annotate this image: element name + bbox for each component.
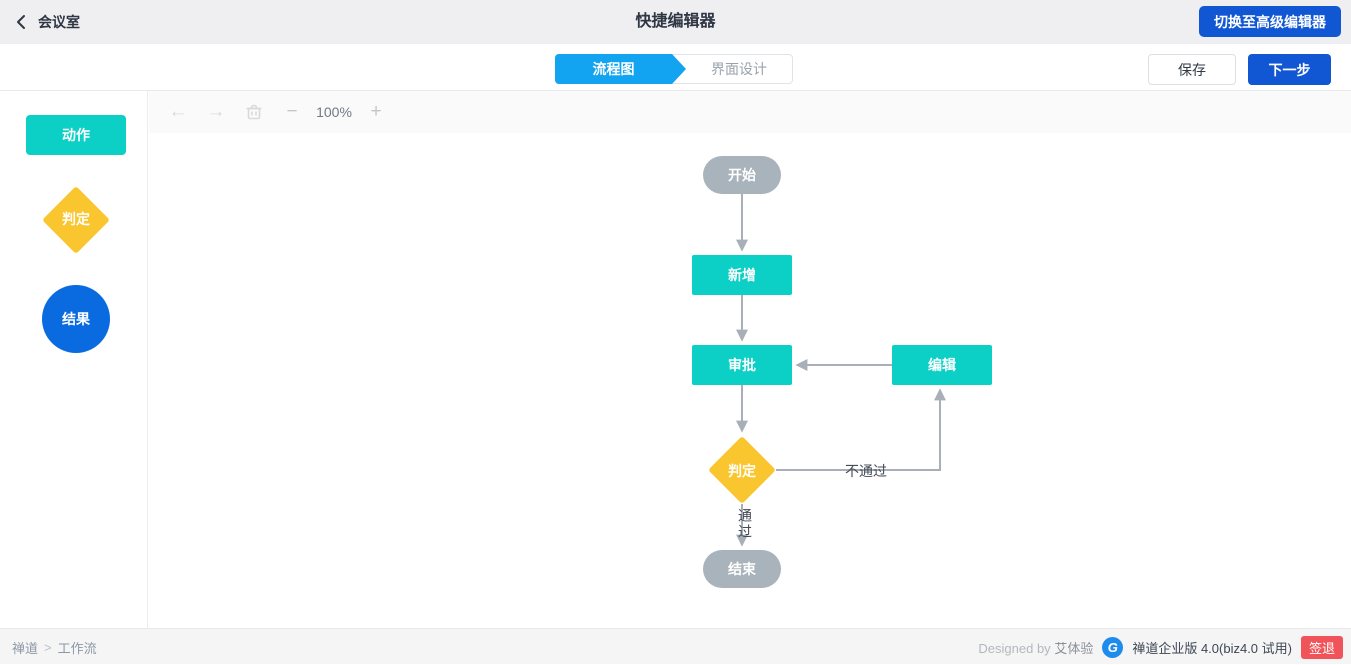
page-title: 快捷编辑器 [635, 13, 716, 30]
palette-decision-shape[interactable] [42, 186, 110, 254]
back-button[interactable]: 会议室 [16, 0, 80, 44]
designed-by-vendor: 艾体验 [1054, 640, 1094, 656]
step-tabs: 流程图 界面设计 [555, 54, 793, 84]
next-step-button[interactable]: 下一步 [1248, 54, 1331, 85]
zoom-out-icon[interactable]: − [286, 101, 298, 122]
redo-icon[interactable]: → [206, 101, 226, 122]
edge-label-pass: 通过 [737, 508, 753, 540]
tab-ui-design[interactable]: 界面设计 [711, 61, 767, 77]
flow-node-start[interactable]: 开始 [703, 156, 781, 194]
breadcrumb: 禅道 > 工作流 [12, 629, 97, 665]
footer-right: Designed by 艾体验 G 禅道企业版 4.0(biz4.0 试用) 签… [978, 629, 1343, 665]
switch-to-advanced-editor-button[interactable]: 切换至高级编辑器 [1199, 6, 1341, 37]
designed-by-prefix: Designed by [978, 640, 1051, 656]
back-label: 会议室 [38, 14, 80, 30]
footer-bar: 禅道 > 工作流 Designed by 艾体验 G 禅道企业版 4.0(biz… [0, 628, 1351, 664]
version-text: 禅道企业版 4.0(biz4.0 试用) [1132, 640, 1292, 656]
designed-by-text: Designed by 艾体验 [978, 638, 1093, 657]
canvas-toolbar: ← → − 100% + [149, 91, 1351, 133]
edge-label-fail: 不通过 [845, 463, 887, 479]
zentao-logo-icon: G [1102, 636, 1124, 658]
tab-flowchart[interactable]: 流程图 [555, 54, 686, 84]
signout-button[interactable]: 签退 [1300, 635, 1343, 659]
breadcrumb-item-workflow[interactable]: 工作流 [57, 640, 97, 656]
save-button[interactable]: 保存 [1148, 54, 1236, 85]
zoom-level: 100% [316, 104, 352, 120]
zoom-in-icon[interactable]: + [370, 101, 382, 122]
top-header: 会议室 快捷编辑器 切换至高级编辑器 [0, 0, 1351, 44]
flow-node-edit[interactable]: 编辑 [892, 345, 992, 385]
shape-palette: 动作 判定 结果 [0, 91, 148, 628]
flow-node-add[interactable]: 新增 [692, 255, 792, 295]
flow-node-approve[interactable]: 审批 [692, 345, 792, 385]
subheader-bar: 流程图 界面设计 保存 下一步 [0, 44, 1351, 91]
palette-action-shape[interactable]: 动作 [26, 115, 126, 155]
breadcrumb-separator: > [44, 639, 52, 655]
flow-node-end[interactable]: 结束 [703, 550, 781, 588]
breadcrumb-item-zentao[interactable]: 禅道 [12, 640, 39, 656]
back-chevron-icon [16, 14, 26, 30]
undo-icon[interactable]: ← [168, 101, 188, 122]
trash-icon[interactable] [235, 102, 273, 122]
palette-result-shape[interactable]: 结果 [42, 285, 110, 353]
